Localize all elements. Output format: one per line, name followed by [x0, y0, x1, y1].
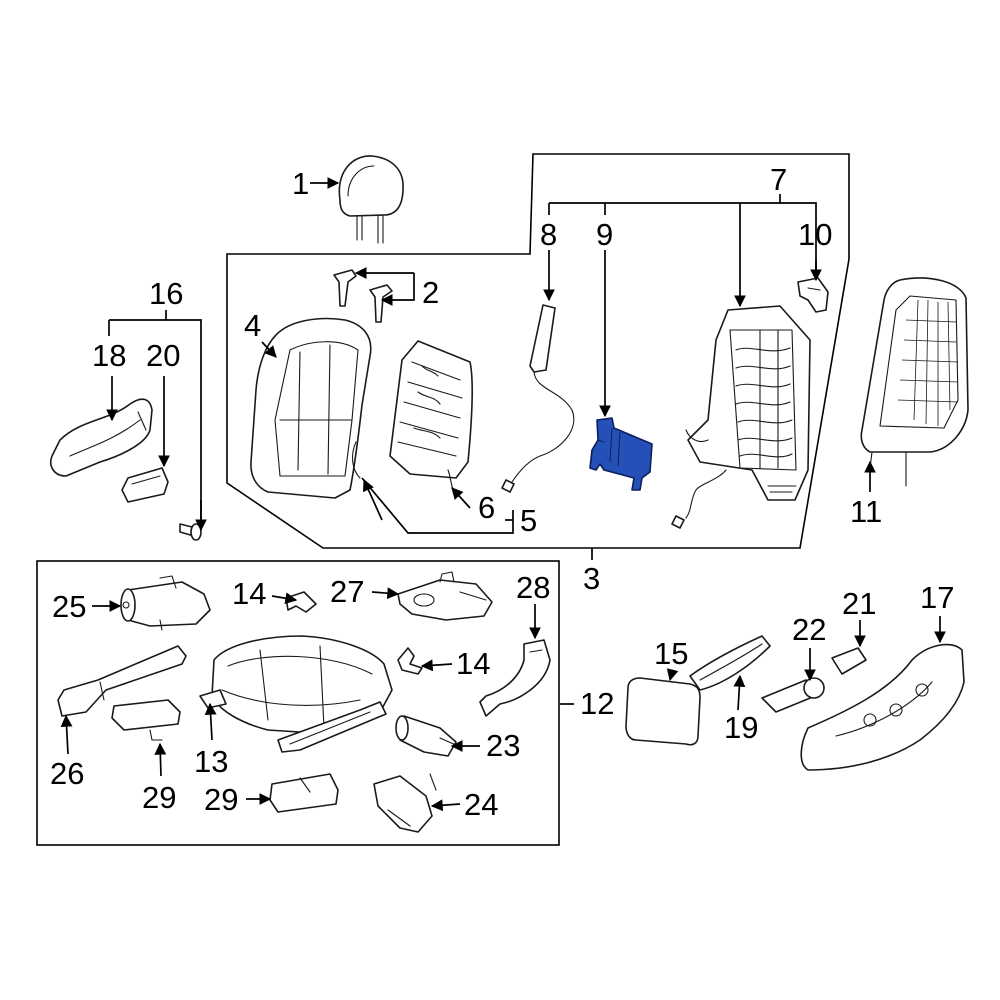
- callout-16: 16: [149, 276, 183, 311]
- callout-10: 10: [798, 217, 832, 252]
- rail-trim-part-26[interactable]: [57, 645, 187, 717]
- bracket-part-14a[interactable]: [285, 591, 317, 613]
- callout-17: 17: [920, 580, 954, 615]
- callout-7: 7: [770, 162, 787, 197]
- clip-part-14b[interactable]: [397, 647, 423, 675]
- callout-9: 9: [596, 217, 613, 252]
- callout-29b: 29: [204, 782, 238, 817]
- side-shield-part-17[interactable]: [800, 643, 965, 771]
- callout-22: 22: [792, 612, 826, 647]
- highlighted-part-9[interactable]: [589, 417, 653, 491]
- handle-part-19[interactable]: [689, 635, 771, 691]
- callout-labels: 1 2 3 4 5 6 7 8 9 10 11 12 13 14 14 15 1…: [50, 162, 954, 822]
- pad-part-15[interactable]: [625, 677, 701, 746]
- callout-27: 27: [330, 574, 364, 609]
- callout-2: 2: [422, 275, 439, 310]
- callout-25: 25: [52, 589, 86, 624]
- callout-5: 5: [520, 503, 537, 538]
- trim-part-28[interactable]: [479, 639, 551, 717]
- seat-cushion-part[interactable]: [199, 635, 393, 753]
- callout-18: 18: [92, 338, 126, 373]
- callout-15: 15: [654, 636, 688, 671]
- callout-26: 26: [50, 756, 84, 791]
- module-part-29a[interactable]: [111, 699, 181, 741]
- side-airbag-part[interactable]: [501, 304, 575, 493]
- clip-part[interactable]: [797, 277, 829, 313]
- callout-28: 28: [516, 570, 550, 605]
- knob-part-21[interactable]: [831, 647, 867, 675]
- callout-1: 1: [292, 166, 309, 201]
- callout-21: 21: [842, 586, 876, 621]
- callout-12: 12: [580, 686, 614, 721]
- callout-14a: 14: [232, 576, 266, 611]
- seat-back-group-frame: [226, 153, 850, 549]
- cushion-group-frame: [36, 560, 560, 846]
- leader-lines: [60, 177, 946, 812]
- small-cover-part[interactable]: [121, 467, 169, 503]
- module-part-29b[interactable]: [269, 773, 339, 813]
- callout-20: 20: [146, 338, 180, 373]
- callout-3: 3: [583, 561, 600, 596]
- lumbar-support-part[interactable]: [389, 340, 473, 496]
- side-trim-cover-part[interactable]: [50, 398, 153, 477]
- callout-8: 8: [540, 217, 557, 252]
- motor-part-23[interactable]: [395, 715, 459, 757]
- callout-19: 19: [724, 710, 758, 745]
- motor-part-27[interactable]: [397, 571, 493, 621]
- seat-back-cover-part[interactable]: [250, 317, 372, 499]
- callout-14b: 14: [456, 646, 490, 681]
- motor-part-25[interactable]: [120, 575, 211, 631]
- knob-part-22[interactable]: [761, 677, 825, 713]
- callout-6: 6: [478, 490, 495, 525]
- callout-11: 11: [850, 494, 882, 529]
- screw-part[interactable]: [179, 523, 202, 541]
- callout-24: 24: [464, 787, 498, 822]
- motor-part-24[interactable]: [373, 773, 437, 833]
- callout-23: 23: [486, 728, 520, 763]
- seat-back-frame-part[interactable]: [671, 305, 811, 529]
- callout-4: 4: [244, 308, 261, 343]
- headrest-part[interactable]: [338, 155, 404, 244]
- headrest-guide-part[interactable]: [333, 269, 393, 323]
- seat-back-panel-part[interactable]: [860, 277, 969, 487]
- callout-13: 13: [194, 744, 228, 779]
- callout-29a: 29: [142, 780, 176, 815]
